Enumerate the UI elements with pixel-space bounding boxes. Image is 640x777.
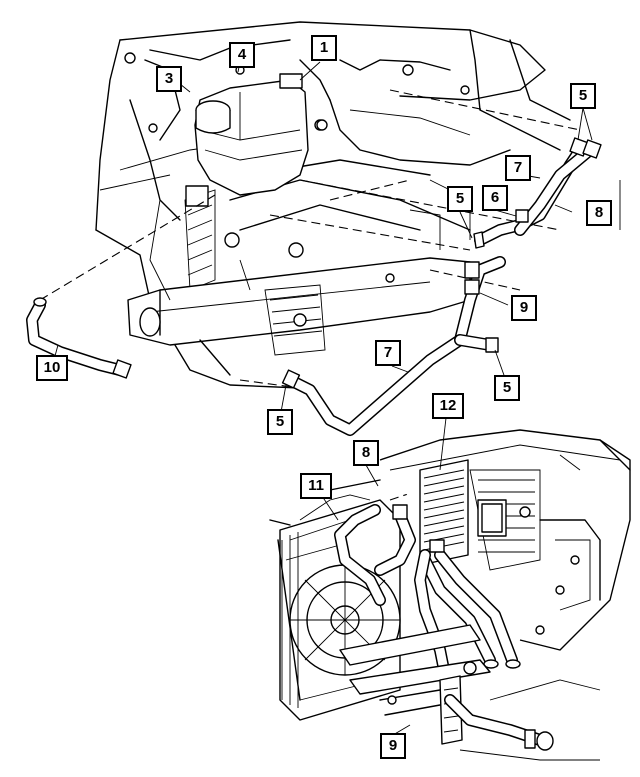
callout-3: 3 — [156, 66, 182, 92]
hose-10 — [26, 297, 132, 379]
callout-10: 10 — [36, 355, 68, 381]
callout-11: 11 — [300, 473, 332, 499]
callout-8-lower: 8 — [353, 440, 379, 466]
callout-1: 1 — [311, 35, 337, 61]
callout-5-left-lower: 5 — [267, 409, 293, 435]
callout-9-lower: 9 — [380, 733, 406, 759]
callout-7-upper: 7 — [505, 155, 531, 181]
coolant-reservoir — [194, 73, 328, 196]
callout-4: 4 — [229, 42, 255, 68]
callout-5-right-lower: 5 — [494, 375, 520, 401]
upper-frame-assembly — [95, 21, 571, 389]
callout-5-mid: 5 — [447, 186, 473, 212]
callout-12: 12 — [432, 393, 464, 419]
lower-radiator-assembly — [269, 180, 631, 761]
callout-5-top-right: 5 — [570, 83, 596, 109]
hose-7-lower — [281, 256, 506, 436]
callout-9-upper: 9 — [511, 295, 537, 321]
routing-lines — [39, 89, 581, 501]
leader-lines — [54, 61, 593, 736]
callout-7-lower: 7 — [375, 340, 401, 366]
callout-8-upper: 8 — [586, 200, 612, 226]
callout-6: 6 — [482, 185, 508, 211]
hose-7-8-upper — [473, 137, 602, 249]
